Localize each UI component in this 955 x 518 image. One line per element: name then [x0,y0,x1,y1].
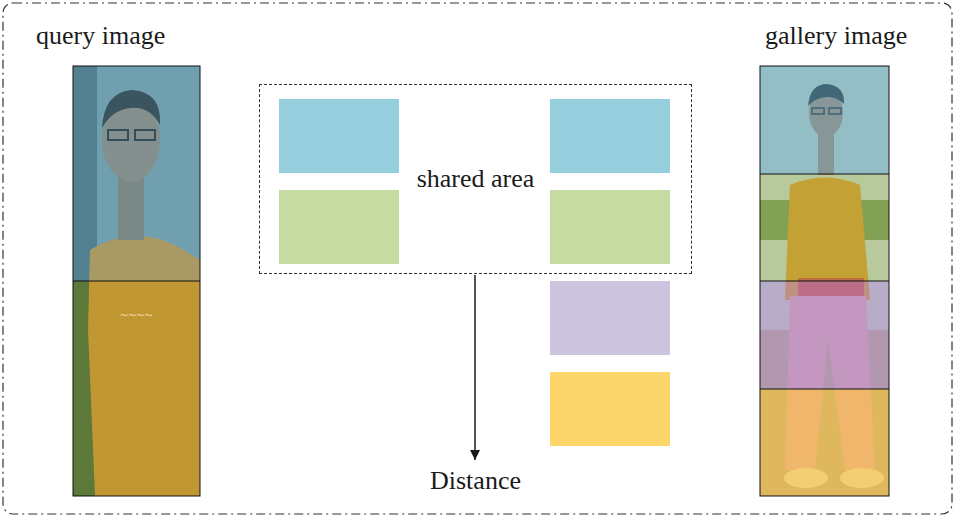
part-swatch [279,99,399,173]
shared-area-box: shared area [259,84,692,274]
band-divider [760,281,889,282]
gallery-photo [760,66,889,496]
image-title: gallery image [765,21,907,51]
area-label: shared area [406,161,546,196]
part-swatch [279,190,399,264]
part-swatch [550,372,670,446]
band-divider [73,281,200,282]
band-divider [760,174,889,175]
part-swatch [550,281,670,355]
image-box: gallery image [760,66,889,496]
photo-border [73,66,200,496]
part-swatch [550,190,670,264]
query-photo: ~~~~ [73,66,200,496]
band-divider [760,389,889,390]
distance-label: Distance [428,466,523,496]
image-title: query image [36,21,165,51]
image-box: query image [73,66,200,496]
frame [3,3,952,514]
svg-text:~~~~: ~~~~ [120,307,153,323]
photo-border [760,66,889,496]
distance-arrow [474,275,476,460]
part-swatch [550,99,670,173]
